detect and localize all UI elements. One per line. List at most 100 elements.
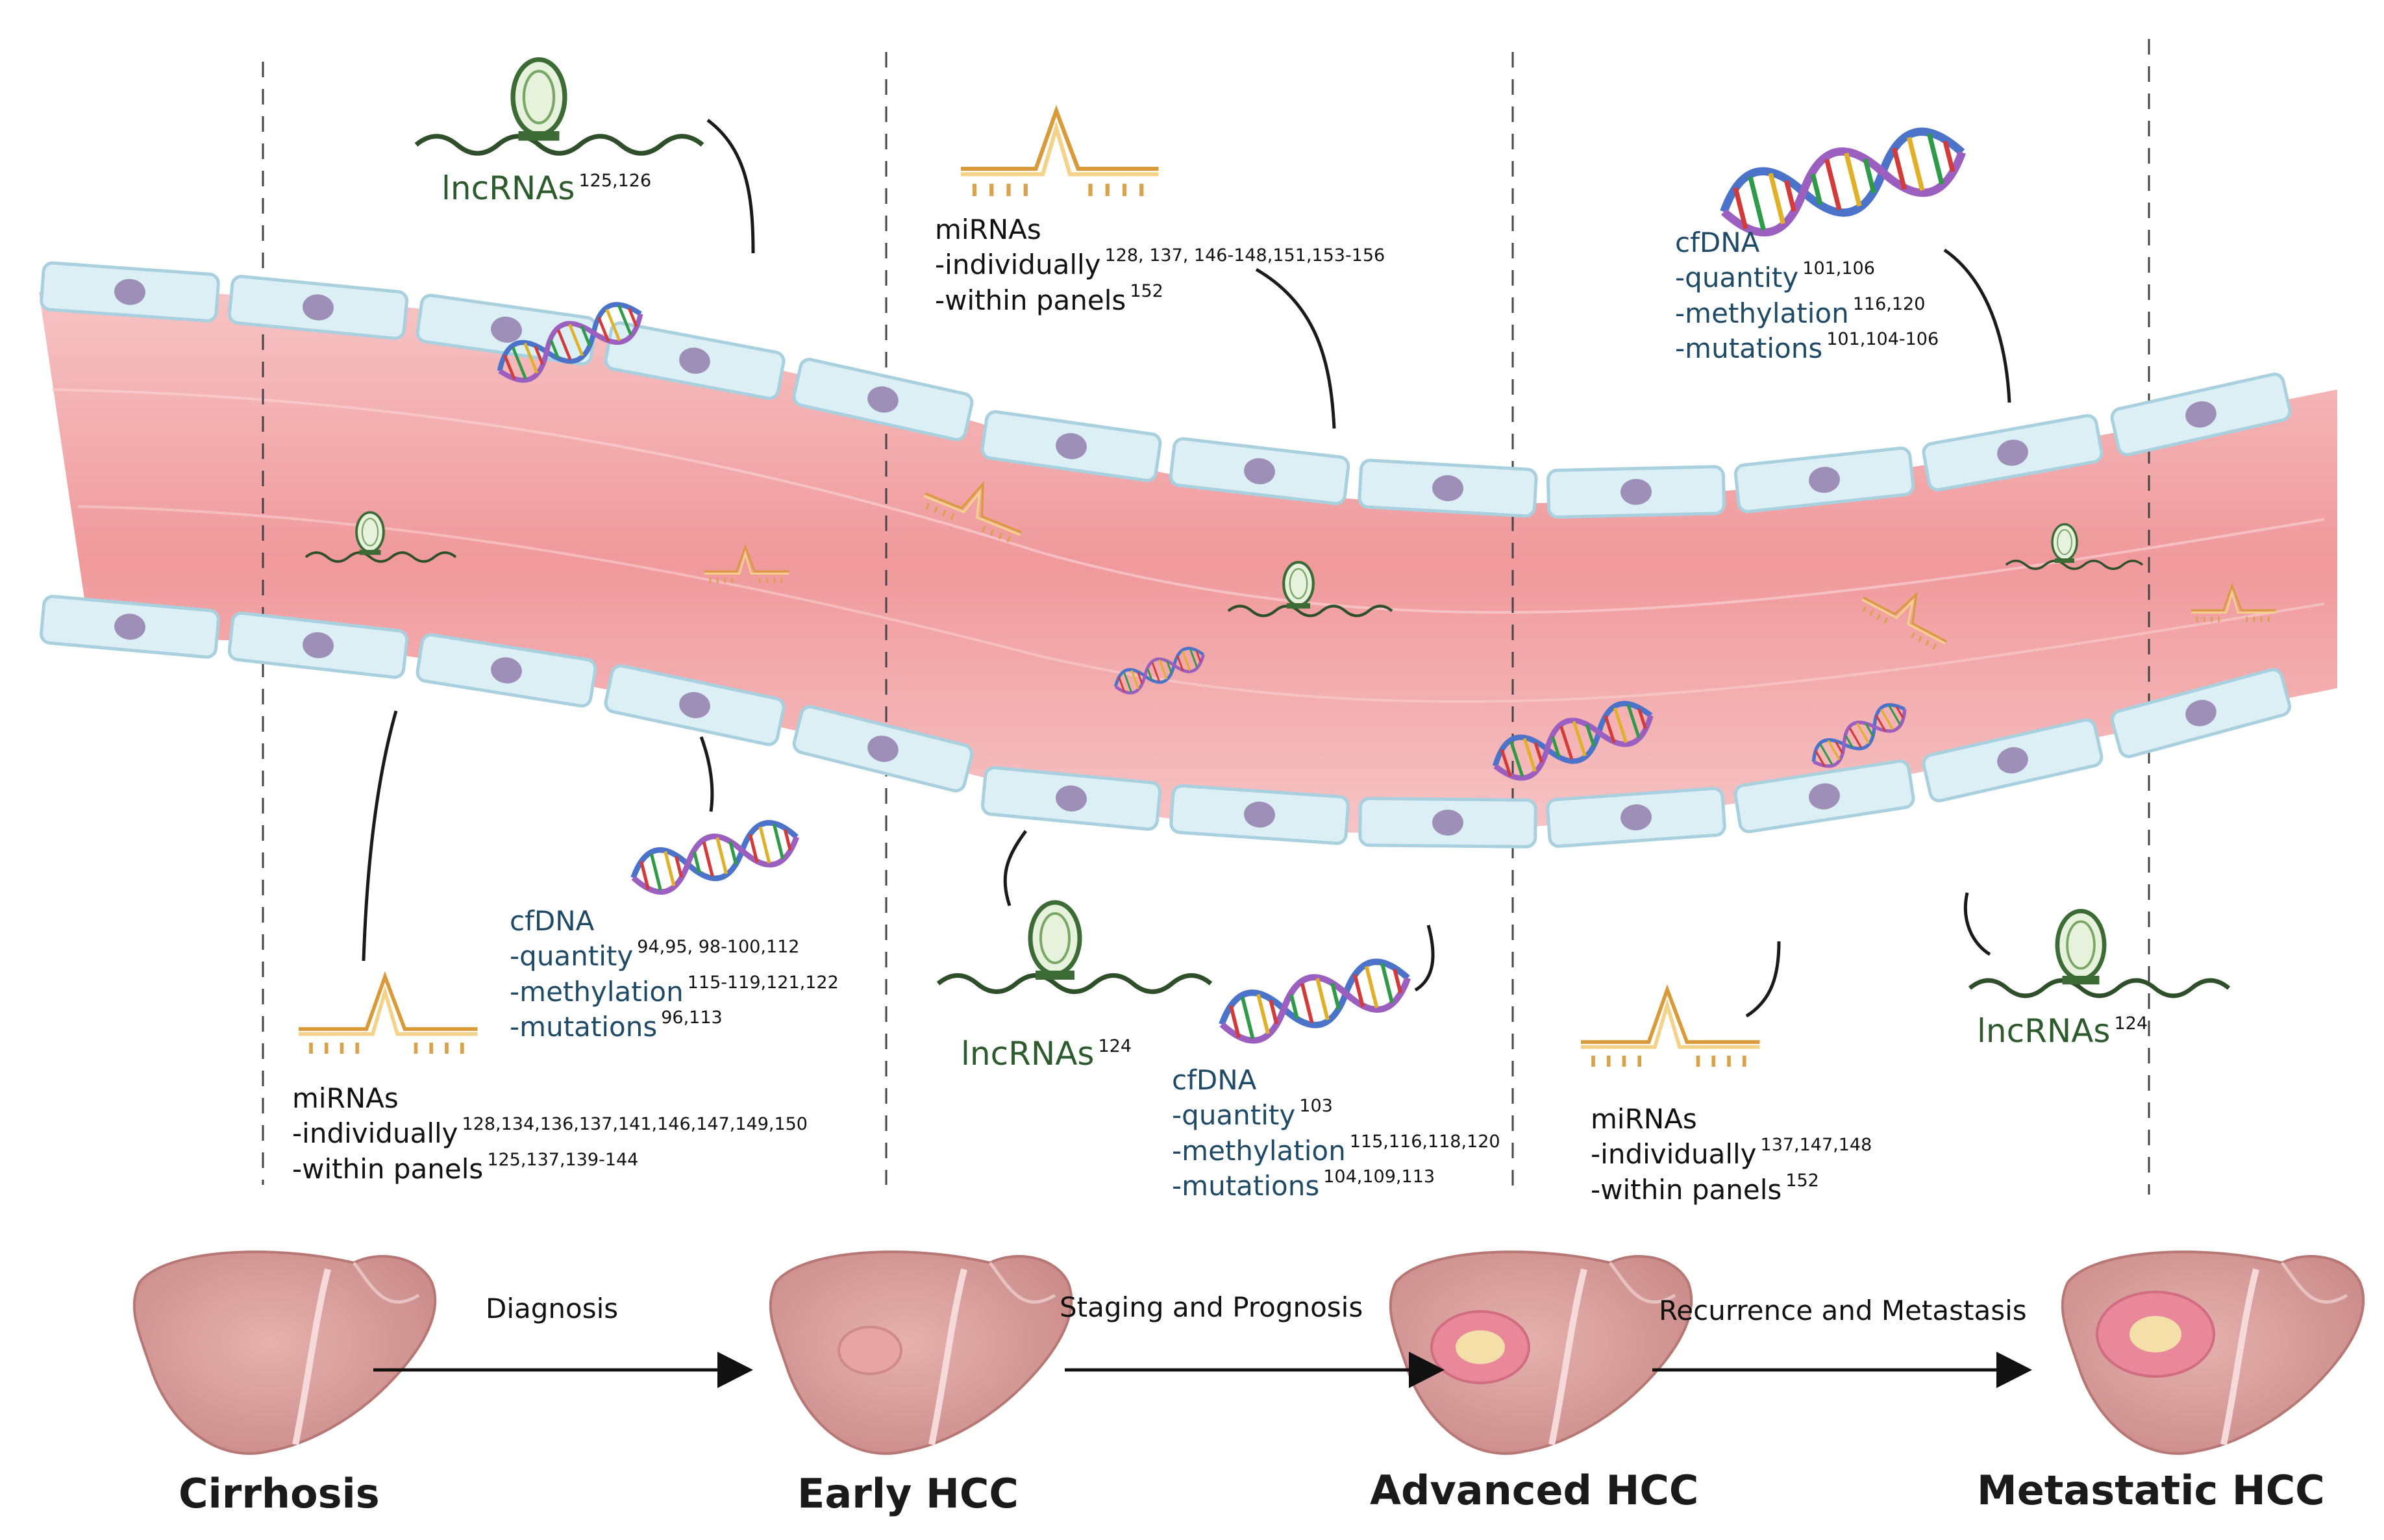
nucleus xyxy=(303,294,334,321)
endothelial-cell xyxy=(1358,458,1538,518)
endothelial-cell xyxy=(980,410,1162,482)
lncrna-title: lncRNAs xyxy=(441,169,575,207)
stage-early-hcc: Early HCC xyxy=(797,1470,1019,1517)
mirna-icon xyxy=(1581,989,1760,1067)
nucleus xyxy=(1809,783,1840,810)
reference: 101,106 xyxy=(1802,258,1875,279)
lncrna-icon xyxy=(938,902,1211,992)
endothelial-cell xyxy=(1546,787,1726,848)
mirna-title: miRNAs xyxy=(1591,1103,1697,1135)
within-panels-line: -within panels xyxy=(935,284,1126,316)
endothelial-cell xyxy=(40,261,220,323)
mirna-icon xyxy=(299,976,478,1054)
stage-cirrhosis: Cirrhosis xyxy=(179,1470,380,1517)
nucleus xyxy=(114,279,145,305)
mutations-line: -mutations xyxy=(1675,332,1823,364)
reference: 94,95, 98-100,112 xyxy=(637,937,800,958)
methylation-line: -methylation xyxy=(1675,297,1849,329)
nucleus xyxy=(679,691,710,719)
endothelial-cell xyxy=(416,633,597,708)
endothelial-cell xyxy=(604,321,786,401)
liver-metastatic-hcc xyxy=(2063,1252,2364,1454)
endothelial-cell xyxy=(227,275,409,340)
cfdna-helix-icon xyxy=(1717,123,1970,242)
lncrna-icon xyxy=(416,60,702,153)
arrow-icon xyxy=(1065,1352,1445,1388)
blood-vessel xyxy=(39,292,2337,833)
individually-line: -individually xyxy=(292,1117,458,1150)
nucleus xyxy=(491,657,522,684)
cfdna-helix-icon xyxy=(628,817,802,899)
nucleus xyxy=(1056,433,1087,460)
nucleus xyxy=(1244,458,1275,484)
quantity-line: -quantity xyxy=(1675,262,1799,294)
reference: 115-119,121,122 xyxy=(687,972,839,993)
nucleus xyxy=(491,316,522,343)
transition-diagnosis: Diagnosis xyxy=(486,1293,619,1324)
quantity-line: -quantity xyxy=(1172,1099,1296,1132)
stage-dividers xyxy=(262,39,2150,1195)
endothelial-cell xyxy=(1733,446,1915,514)
reference: 116,120 xyxy=(1852,293,1926,314)
reference: 128, 137, 146-148,151,153-156 xyxy=(1104,245,1385,266)
nucleus xyxy=(867,736,899,762)
stage-advanced-hcc: Advanced HCC xyxy=(1370,1467,1699,1514)
nucleus xyxy=(1997,440,2028,466)
quantity-line: -quantity xyxy=(510,940,634,973)
endothelial-cell xyxy=(1546,465,1726,519)
endothelial-cell xyxy=(980,765,1162,831)
endothelial-cell xyxy=(604,664,786,747)
endothelial-cell xyxy=(792,705,974,793)
endothelial-cell xyxy=(1922,414,2104,491)
endothelial-cell xyxy=(1358,797,1537,849)
nucleus xyxy=(1056,785,1087,812)
reference: 152 xyxy=(1130,280,1163,301)
nucleus xyxy=(679,347,710,374)
endothelial-cell xyxy=(2110,372,2292,456)
methylation-line: -methylation xyxy=(1172,1134,1346,1167)
individually-line: -individually xyxy=(1591,1138,1757,1171)
cfdna-title: cfDNA xyxy=(510,905,595,937)
reference: 152 xyxy=(1785,1170,1819,1191)
endothelial-cells xyxy=(40,261,2292,849)
mirna-icon xyxy=(961,111,1159,196)
nucleus xyxy=(303,632,334,658)
arrow-icon xyxy=(1652,1352,2032,1388)
arrow-icon xyxy=(373,1352,753,1388)
mutations-line: -mutations xyxy=(510,1010,658,1043)
nucleus xyxy=(1244,801,1275,828)
nucleus xyxy=(1620,478,1652,505)
endothelial-cell xyxy=(1169,784,1350,845)
transition-recurrence-metastasis: Recurrence and Metastasis xyxy=(1659,1295,2027,1326)
within-panels-line: -within panels xyxy=(292,1152,484,1185)
nucleus xyxy=(1620,804,1652,830)
nucleus xyxy=(1809,467,1840,493)
reference: 125,126 xyxy=(578,171,652,191)
methylation-line: -methylation xyxy=(510,975,684,1008)
reference: 125,137,139-144 xyxy=(487,1149,639,1170)
endothelial-cell xyxy=(227,611,409,679)
reference: 96,113 xyxy=(661,1007,723,1028)
lncrna-icon xyxy=(1970,911,2229,996)
nucleus xyxy=(2185,699,2216,727)
mutations-line: -mutations xyxy=(1172,1169,1320,1202)
cfdna-title: cfDNA xyxy=(1172,1064,1257,1096)
endothelial-cell xyxy=(2110,667,2292,758)
reference: 101,104-106 xyxy=(1826,329,1939,349)
endothelial-cell xyxy=(792,358,974,441)
nucleus xyxy=(1432,810,1463,836)
endothelial-cell xyxy=(1733,759,1915,834)
endothelial-cell xyxy=(40,595,220,659)
pointer-lines xyxy=(362,119,2011,1018)
liver-cirrhosis xyxy=(134,1252,436,1454)
liver-early-hcc xyxy=(771,1252,1072,1454)
